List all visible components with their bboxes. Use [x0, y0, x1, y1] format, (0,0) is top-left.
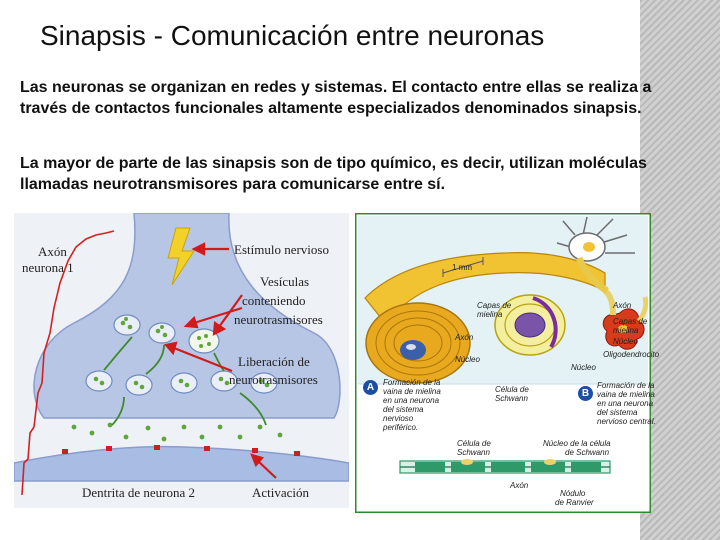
label-myelin-left-2: mielina — [477, 310, 503, 319]
label-vesicles-2: conteniendo — [242, 293, 306, 308]
label-oligodendrocyte: Oligodendrocito — [603, 350, 660, 359]
label-axon-right: Axón — [613, 301, 632, 310]
label-release-2: neurotrasmisores — [229, 372, 318, 387]
label-myelin-right-2: mielina — [613, 326, 639, 335]
caption-a-1: Formación de la — [383, 378, 441, 387]
caption-b-2: vaina de mielina — [597, 390, 655, 399]
label-schwann-bottom-1: Célula de — [457, 439, 491, 448]
label-myelin-left-1: Capas de — [477, 301, 512, 310]
badge-b: B — [578, 386, 593, 401]
caption-a-3: en una neurona — [383, 396, 440, 405]
label-axon-bottom: Axón — [510, 481, 529, 490]
label-axon-left: Axón — [455, 333, 474, 342]
caption-a-4: del sistema — [383, 405, 424, 414]
caption-b-5: nervioso central. — [597, 417, 656, 426]
label-nucleus-right: Núcleo — [613, 337, 638, 346]
label-release-1: Liberación de — [238, 354, 310, 369]
label-dendrite: Dentrita de neurona 2 — [82, 485, 195, 500]
caption-a-6: periférico. — [383, 423, 419, 432]
slide-title: Sinapsis - Comunicación entre neuronas — [40, 20, 545, 51]
paragraph-chemical-synapse: La mayor de parte de las sinapsis son de… — [20, 155, 647, 193]
label-schwann-bottom-2: Schwann — [457, 448, 490, 457]
synapse-diagram: Axón neurona 1 Estímulo nervioso Vesícul… — [13, 212, 350, 508]
label-ranvier-1: Nódulo — [560, 489, 586, 498]
label-vesicles-3: neurotrasmisores — [234, 312, 323, 327]
caption-b-4: del sistema — [597, 408, 638, 417]
myelin-illustration — [353, 211, 653, 515]
label-scale: 1 mm — [452, 263, 472, 272]
label-myelin-right-1: Capas de — [613, 317, 648, 326]
badge-a: A — [363, 380, 378, 395]
caption-a-2: vaina de mielina — [383, 387, 441, 396]
synapse-illustration — [13, 212, 350, 508]
label-stimulus: Estímulo nervioso — [234, 242, 329, 257]
label-schwann-nucleus-2: de Schwann — [565, 448, 610, 457]
label-nucleus-left: Núcleo — [455, 355, 480, 364]
label-ranvier-2: de Ranvier — [555, 498, 594, 507]
caption-b-1: Formación de la — [597, 381, 655, 390]
decorative-stripe-band — [640, 0, 720, 540]
label-schwann-nucleus-1: Núcleo de la célula — [543, 439, 611, 448]
label-axon: Axón — [38, 244, 67, 259]
label-activation: Activación — [252, 485, 310, 500]
caption-a-5: nervioso — [383, 414, 414, 423]
label-nucleus-center: Núcleo — [571, 363, 596, 372]
caption-b-3: en una neurona — [597, 399, 654, 408]
myelin-diagram: 1 mm Capas de mielina Axón Núcleo Axón C… — [353, 211, 659, 515]
label-vesicles-1: Vesículas — [260, 274, 310, 289]
label-schwann-cell-2: Schwann — [495, 394, 528, 403]
paragraph-synapse-intro: Las neuronas se organizan en redes y sis… — [20, 79, 652, 117]
label-schwann-cell-1: Célula de — [495, 385, 529, 394]
label-neuron1: neurona 1 — [22, 260, 74, 275]
